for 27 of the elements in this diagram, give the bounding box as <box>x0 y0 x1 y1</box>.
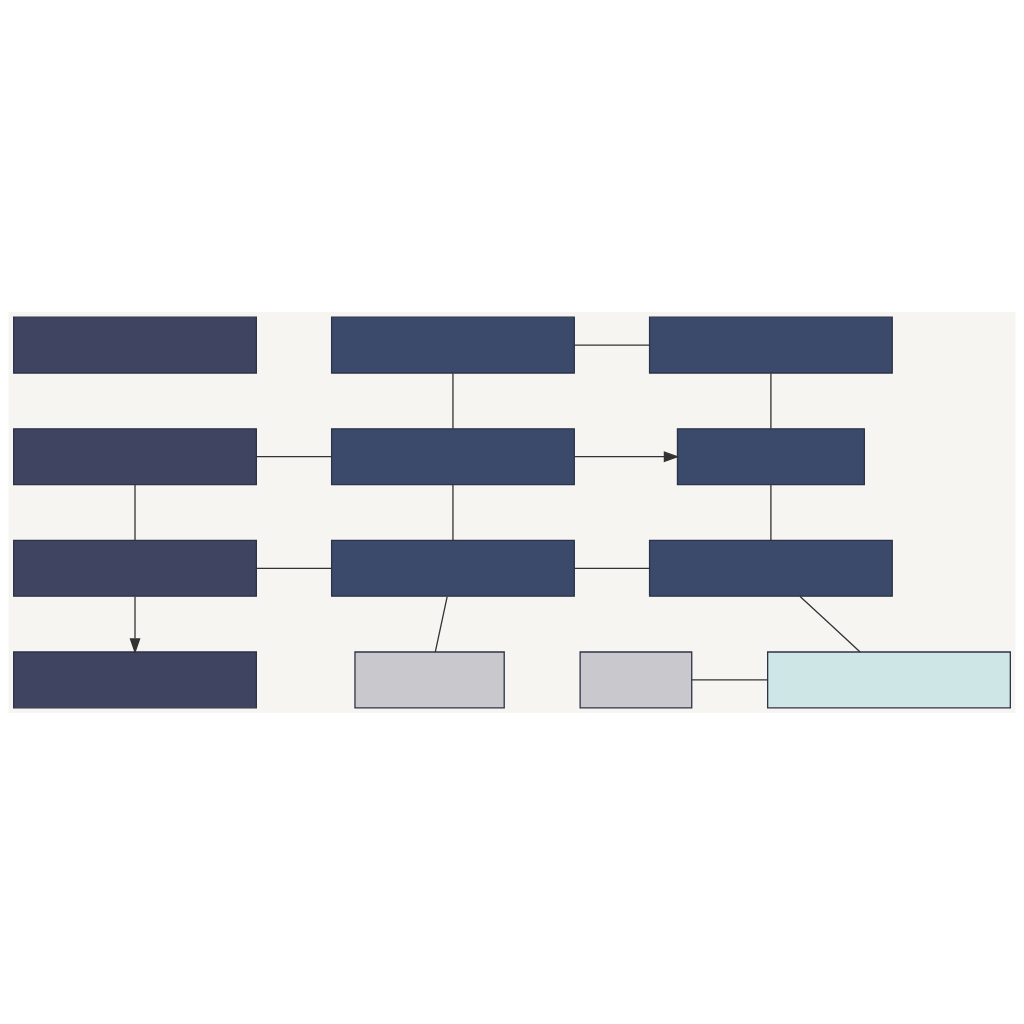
connector <box>256 567 333 569</box>
node-box <box>13 539 257 597</box>
node-box <box>354 650 505 708</box>
node-box <box>648 539 893 597</box>
node-box <box>330 427 575 485</box>
node-box <box>330 316 575 374</box>
connector <box>452 483 454 541</box>
node-box <box>13 650 257 708</box>
node-box <box>648 316 893 374</box>
node-box <box>579 650 693 708</box>
node-box <box>767 650 1011 708</box>
connector <box>691 678 768 681</box>
arrow <box>574 450 680 462</box>
node-box <box>13 427 257 485</box>
arrow <box>129 595 141 654</box>
node-box <box>13 316 257 374</box>
connector <box>452 372 454 429</box>
connector <box>799 595 861 653</box>
connector <box>256 455 333 457</box>
connector <box>770 483 772 541</box>
node-box <box>676 427 865 485</box>
connector <box>134 483 136 541</box>
connector <box>434 595 448 653</box>
connector <box>574 343 651 346</box>
connector <box>574 567 651 569</box>
connector <box>770 372 772 429</box>
node-box <box>330 539 575 597</box>
